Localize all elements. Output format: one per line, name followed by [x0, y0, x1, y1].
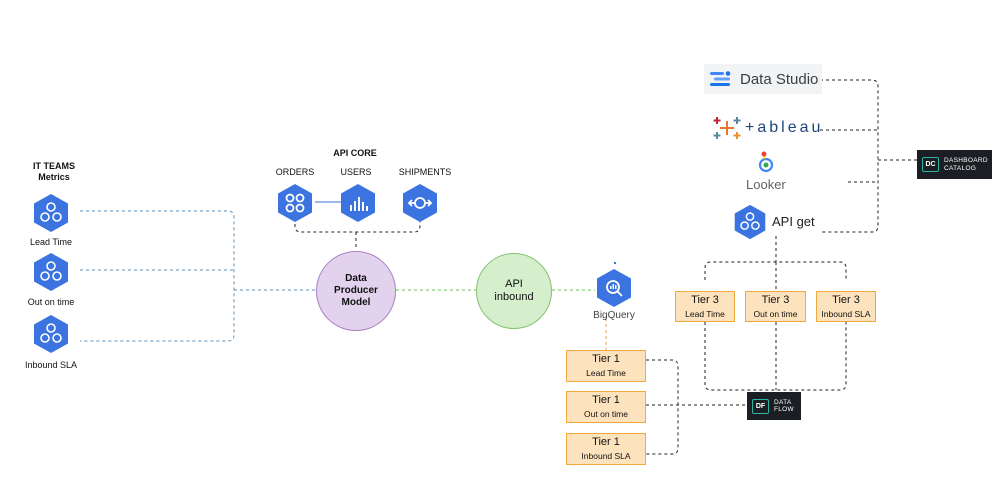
bigquery-label: BigQuery [593, 310, 635, 321]
tier3-out-on-time-metric: Out on time [753, 309, 798, 319]
tier3-inbound-sla-tier: Tier 3 [832, 294, 860, 306]
data-studio-icon [710, 71, 731, 86]
lead-time-metric-icon[interactable] [31, 193, 71, 233]
it-teams-title: IT TEAMS Metrics [33, 161, 75, 182]
looker-label: Looker [746, 177, 786, 192]
api-get-icon[interactable] [732, 204, 768, 240]
tier3-inbound-sla-metric: Inbound SLA [821, 309, 871, 319]
tableau-icon [713, 117, 741, 139]
dataflow-badge[interactable]: DF DATA FLOW [747, 392, 801, 420]
tier1-inbound-sla-metric: Inbound SLA [581, 451, 631, 461]
api-get-label: API get [772, 214, 815, 229]
out-on-time-label: Out on time [27, 297, 75, 307]
orders-label: ORDERS [275, 167, 315, 177]
data-producer-model-label: Data Producer Model [334, 273, 378, 308]
data-producer-model-node[interactable]: Data Producer Model [316, 251, 396, 331]
tier3-lead-time-box[interactable]: Tier 3 Lead Time [675, 291, 735, 322]
orders-icon[interactable] [275, 183, 315, 223]
tier3-out-on-time-tier: Tier 3 [761, 294, 790, 306]
data-studio-tool[interactable]: Data Studio [704, 64, 822, 94]
users-label: USERS [340, 167, 372, 177]
looker-icon [758, 151, 774, 173]
dashboard-catalog-icon: DC [922, 157, 939, 172]
data-studio-label: Data Studio [740, 70, 819, 88]
tier1-out-on-time-metric: Out on time [584, 409, 628, 419]
out-on-time-metric-icon[interactable] [31, 252, 71, 292]
tier1-inbound-sla-box[interactable]: Tier 1 Inbound SLA [566, 433, 646, 465]
shipments-icon[interactable] [400, 183, 440, 223]
tier3-lead-time-tier: Tier 3 [691, 294, 719, 306]
inbound-sla-metric-icon[interactable] [31, 314, 71, 354]
shipments-label: SHIPMENTS [398, 167, 452, 177]
tier3-lead-time-metric: Lead Time [685, 309, 725, 319]
tier1-out-on-time-box[interactable]: Tier 1 Out on time [566, 391, 646, 423]
inbound-sla-label: Inbound SLA [24, 360, 78, 370]
users-icon[interactable] [338, 183, 378, 223]
dashboard-catalog-label: DASHBOARD CATALOG [944, 157, 988, 172]
tableau-label: +ableau [745, 119, 824, 136]
tier1-inbound-sla-tier: Tier 1 [592, 436, 620, 448]
tier1-out-on-time-tier: Tier 1 [592, 394, 620, 406]
api-inbound-label: API inbound [494, 278, 534, 303]
tier1-lead-time-tier: Tier 1 [592, 353, 620, 365]
dataflow-icon: DF [752, 398, 769, 414]
looker-tool[interactable]: Looker [738, 150, 798, 194]
bigquery-marker [614, 262, 616, 264]
tier1-lead-time-box[interactable]: Tier 1 Lead Time [566, 350, 646, 382]
tier3-out-on-time-box[interactable]: Tier 3 Out on time [745, 291, 806, 322]
bigquery-icon[interactable] [594, 268, 634, 308]
tier3-inbound-sla-box[interactable]: Tier 3 Inbound SLA [816, 291, 876, 322]
tableau-tool[interactable]: +ableau [712, 114, 840, 142]
dashboard-catalog-badge[interactable]: DC DASHBOARD CATALOG [917, 150, 992, 179]
api-core-title: API CORE [333, 148, 377, 158]
dataflow-label: DATA FLOW [774, 398, 794, 414]
api-inbound-node[interactable]: API inbound [476, 253, 552, 329]
tier1-lead-time-metric: Lead Time [586, 368, 626, 378]
lead-time-label: Lead Time [29, 237, 73, 247]
